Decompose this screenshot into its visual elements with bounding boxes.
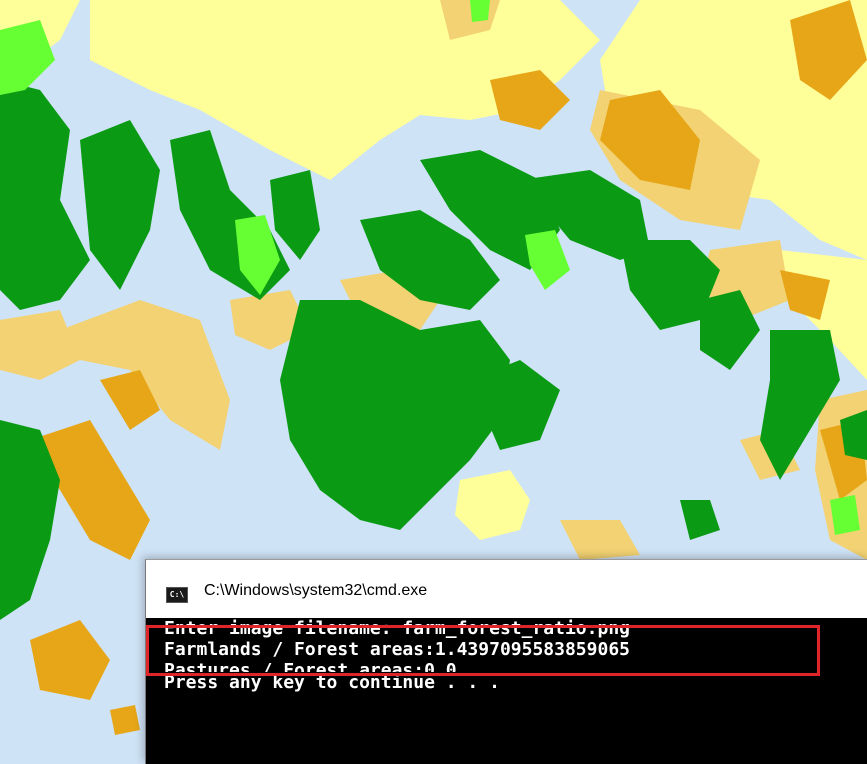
forest-region <box>0 80 90 310</box>
pasture-region <box>525 230 570 290</box>
cmd-titlebar[interactable]: C:\ C:\Windows\system32\cmd.exe <box>146 560 867 618</box>
forest-region <box>270 170 320 260</box>
farmland-region <box>490 70 570 130</box>
farmland-region <box>30 420 150 560</box>
console-line: Enter image filename: farm_forest_ratio.… <box>164 618 630 639</box>
farmland-region <box>230 290 310 350</box>
farmland-region <box>90 0 600 180</box>
forest-region <box>470 360 560 450</box>
farmland-region <box>30 620 110 700</box>
cmd-icon: C:\ <box>166 587 188 603</box>
pasture-region <box>470 0 490 22</box>
forest-region <box>280 300 510 530</box>
pasture-region <box>235 215 280 295</box>
forest-region <box>760 330 840 480</box>
forest-region <box>80 120 160 290</box>
farmland-region <box>110 705 140 735</box>
farmland-region <box>455 470 530 540</box>
forest-region <box>0 420 60 620</box>
console-line: Press any key to continue . . . <box>164 672 500 693</box>
console-output[interactable]: Enter image filename: farm_forest_ratio.… <box>146 618 867 764</box>
farmland-region <box>790 0 867 100</box>
pasture-region <box>830 495 860 535</box>
forest-region <box>840 410 867 460</box>
console-line: Pastures / Forest areas:0.0 <box>164 660 457 672</box>
forest-region <box>360 210 500 310</box>
pasture-region <box>0 20 55 95</box>
farmland-region <box>100 370 160 430</box>
console-line: Farmlands / Forest areas:1.4397095583859… <box>164 639 630 660</box>
farmland-region <box>600 90 700 190</box>
farmland-region <box>780 270 830 320</box>
window-title: C:\Windows\system32\cmd.exe <box>204 582 428 599</box>
cmd-window[interactable]: C:\ C:\Windows\system32\cmd.exe Enter im… <box>145 559 867 764</box>
forest-region <box>700 290 760 370</box>
forest-region <box>680 500 720 540</box>
farmland-region <box>560 520 640 560</box>
farmland-region <box>60 300 230 450</box>
forest-region <box>620 240 720 330</box>
forest-region <box>520 170 650 260</box>
farmland-region <box>0 310 80 380</box>
